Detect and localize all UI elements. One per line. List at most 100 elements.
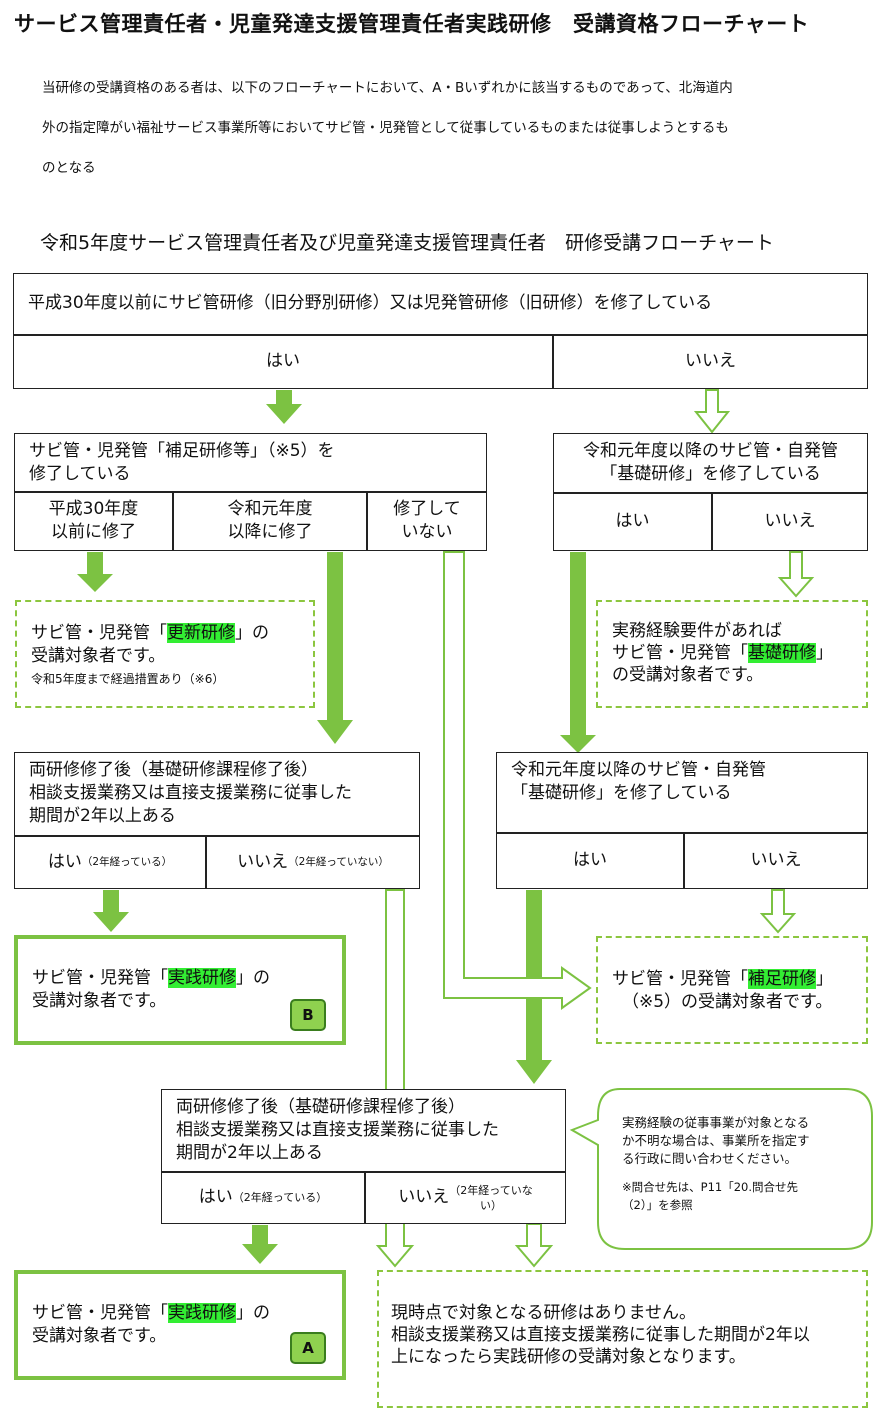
answer-label: はい <box>47 851 82 872</box>
arrow-q1-no <box>693 389 731 434</box>
answer-label: いいえ <box>398 1187 450 1207</box>
bubble-line: か不明な場合は、事業所を指定す <box>622 1133 810 1148</box>
arrow-q4-yes <box>93 890 129 932</box>
result-line: サビ管・児発管「実践研修」の <box>32 1302 270 1324</box>
divider <box>205 835 207 888</box>
result-line: サビ管・児発管「基礎研修」 <box>612 642 833 664</box>
arrow-q3-no <box>777 551 815 598</box>
question-1-yes: はい <box>266 351 300 371</box>
divider <box>552 334 554 388</box>
question-6-yes: はい（2年経っている） <box>162 1172 364 1223</box>
answer-note: （2年経っている） <box>232 1191 328 1204</box>
arrow-q1-yes <box>266 390 302 424</box>
divider <box>497 832 867 834</box>
result-line: （※5）の受講対象者です。 <box>622 992 833 1012</box>
divider <box>172 491 174 550</box>
question-4-line-1: 両研修修了後（基礎研修課程修了後） <box>29 760 318 780</box>
option-line: 令和元年度 <box>227 499 313 519</box>
answer-note: （2年経っていない） <box>288 855 389 868</box>
answer-note-line: い） <box>479 1198 502 1212</box>
question-6-line-3: 期間が2年以上ある <box>176 1143 323 1163</box>
question-2-option-after-r1: 令和元年度 以降に修了 <box>174 492 366 550</box>
flowchart-subtitle: 令和5年度サービス管理責任者及び児童発達支援管理責任者 研修受講フローチャート <box>40 232 774 254</box>
question-1-no: いいえ <box>685 351 736 371</box>
option-line: いない <box>401 522 453 542</box>
result-practice-training-b: サビ管・児発管「実践研修」の 受講対象者です。 B <box>14 935 346 1045</box>
result-line: の受講対象者です。 <box>612 665 764 685</box>
arrow-q2-a <box>77 552 113 592</box>
arrow-q6-no <box>514 1223 554 1268</box>
question-2-option-not-completed: 修了して いない <box>368 492 486 550</box>
question-3-line-1: 令和元年度以降のサビ管・自発管 <box>583 441 838 461</box>
arrow-q5-no <box>759 889 797 934</box>
question-box-2: サビ管・児発管「補足研修等」（※5）を 修了している 平成30年度 以前に修了 … <box>14 433 487 551</box>
option-line: 平成30年度 <box>48 499 139 519</box>
result-text: 」 <box>816 969 833 989</box>
result-line: サビ管・児発管「更新研修」の <box>31 622 269 644</box>
intro-text: 当研修の受講資格のある者は、以下のフローチャートにおいて、A・Bいずれかに該当す… <box>42 68 872 188</box>
divider <box>554 492 867 494</box>
answer-note: （2年経っている） <box>81 855 173 868</box>
question-3-line-2: 「基礎研修」を修了している <box>600 464 821 484</box>
divider <box>683 832 685 888</box>
question-2-option-before-h30: 平成30年度 以前に修了 <box>15 492 172 550</box>
result-text: サビ管・児発管「 <box>612 969 748 989</box>
arrow-q3-yes <box>560 552 596 753</box>
question-box-3: 令和元年度以降のサビ管・自発管 「基礎研修」を修了している はい いいえ <box>553 433 868 551</box>
result-line: サビ管・児発管「実践研修」の <box>32 967 270 989</box>
result-text: 」の <box>236 1303 270 1323</box>
result-practice-training-a: サビ管・児発管「実践研修」の 受講対象者です。 A <box>14 1270 346 1380</box>
inquiry-note-bubble: 実務経験の従事事業が対象となる か不明な場合は、事業所を指定す る行政に問い合わ… <box>622 1114 867 1214</box>
question-5-yes: はい <box>573 850 607 870</box>
question-box-6: 両研修修了後（基礎研修課程修了後） 相談支援業務又は直接支援業務に従事した 期間… <box>161 1089 566 1224</box>
answer-note: （2年経っていな い） <box>449 1183 532 1213</box>
highlight-training-name: 基礎研修 <box>748 643 816 663</box>
divider <box>15 491 486 493</box>
option-line: 以前に修了 <box>51 522 136 542</box>
divider <box>366 491 368 550</box>
question-box-5: 令和元年度以降のサビ管・自発管 「基礎研修」を修了している はい いいえ <box>496 752 868 889</box>
divider <box>14 334 867 336</box>
question-4-no: いいえ（2年経っていない） <box>207 836 419 888</box>
result-line: 受講対象者です。 <box>31 646 166 666</box>
highlight-training-name: 更新研修 <box>167 623 235 643</box>
question-2-line-1: サビ管・児発管「補足研修等」（※5）を <box>29 441 335 461</box>
result-line: 相談支援業務又は直接支援業務に従事した期間が2年以 <box>391 1325 810 1345</box>
highlight-training-name: 実践研修 <box>168 1303 236 1323</box>
result-line: 現時点で対象となる研修はありません。 <box>391 1303 696 1323</box>
result-note: 令和5年度まで経過措置あり（※6） <box>31 672 225 686</box>
question-5-line-1: 令和元年度以降のサビ管・自発管 <box>511 760 766 780</box>
result-text: サビ管・児発管「 <box>31 623 167 643</box>
spacer <box>622 1168 867 1178</box>
answer-label: はい <box>198 1187 233 1207</box>
badge-b: B <box>290 999 326 1031</box>
intro-line-2: 外の指定障がい福祉サービス事業所等においてサビ管・児発管として従事しているものま… <box>42 120 729 136</box>
result-line: 受講対象者です。 <box>32 991 167 1011</box>
result-line: 実務経験要件があれば <box>612 621 782 641</box>
question-1-text: 平成30年度以前にサビ管研修（旧分野別研修）又は児発管研修（旧研修）を修了してい… <box>28 293 713 313</box>
result-text: 」の <box>235 623 269 643</box>
divider <box>15 835 419 837</box>
question-6-no: いいえ （2年経っていな い） <box>366 1172 565 1223</box>
result-line: 上になったら実践研修の受講対象となります。 <box>391 1347 746 1367</box>
result-text: 」の <box>236 968 270 988</box>
result-line: 受講対象者です。 <box>32 1326 167 1346</box>
bubble-note: （2）」を参照 <box>622 1198 693 1212</box>
divider <box>711 492 713 550</box>
arrow-q2-b <box>317 552 353 744</box>
bubble-line: る行政に問い合わせください。 <box>622 1151 798 1166</box>
question-3-no: いいえ <box>764 511 816 531</box>
question-3-yes: はい <box>615 511 650 531</box>
page-title: サービス管理責任者・児童発達支援管理責任者実践研修 受講資格フローチャート <box>14 12 810 36</box>
option-line: 以降に修了 <box>227 522 313 542</box>
highlight-training-name: 補足研修 <box>748 969 816 989</box>
question-5-no: いいえ <box>750 850 802 870</box>
answer-label: いいえ <box>237 851 289 872</box>
result-no-training: 現時点で対象となる研修はありません。 相談支援業務又は直接支援業務に従事した期間… <box>377 1270 868 1408</box>
result-update-training: サビ管・児発管「更新研修」の 受講対象者です。 令和5年度まで経過措置あり（※6… <box>15 600 315 708</box>
arrow-q6-yes <box>242 1225 278 1264</box>
result-basic-training: 実務経験要件があれば サビ管・児発管「基礎研修」 の受講対象者です。 <box>596 600 868 708</box>
question-5-line-2: 「基礎研修」を修了している <box>511 783 732 803</box>
option-line: 修了して <box>393 499 461 519</box>
bubble-line: 実務経験の従事事業が対象となる <box>622 1115 810 1130</box>
